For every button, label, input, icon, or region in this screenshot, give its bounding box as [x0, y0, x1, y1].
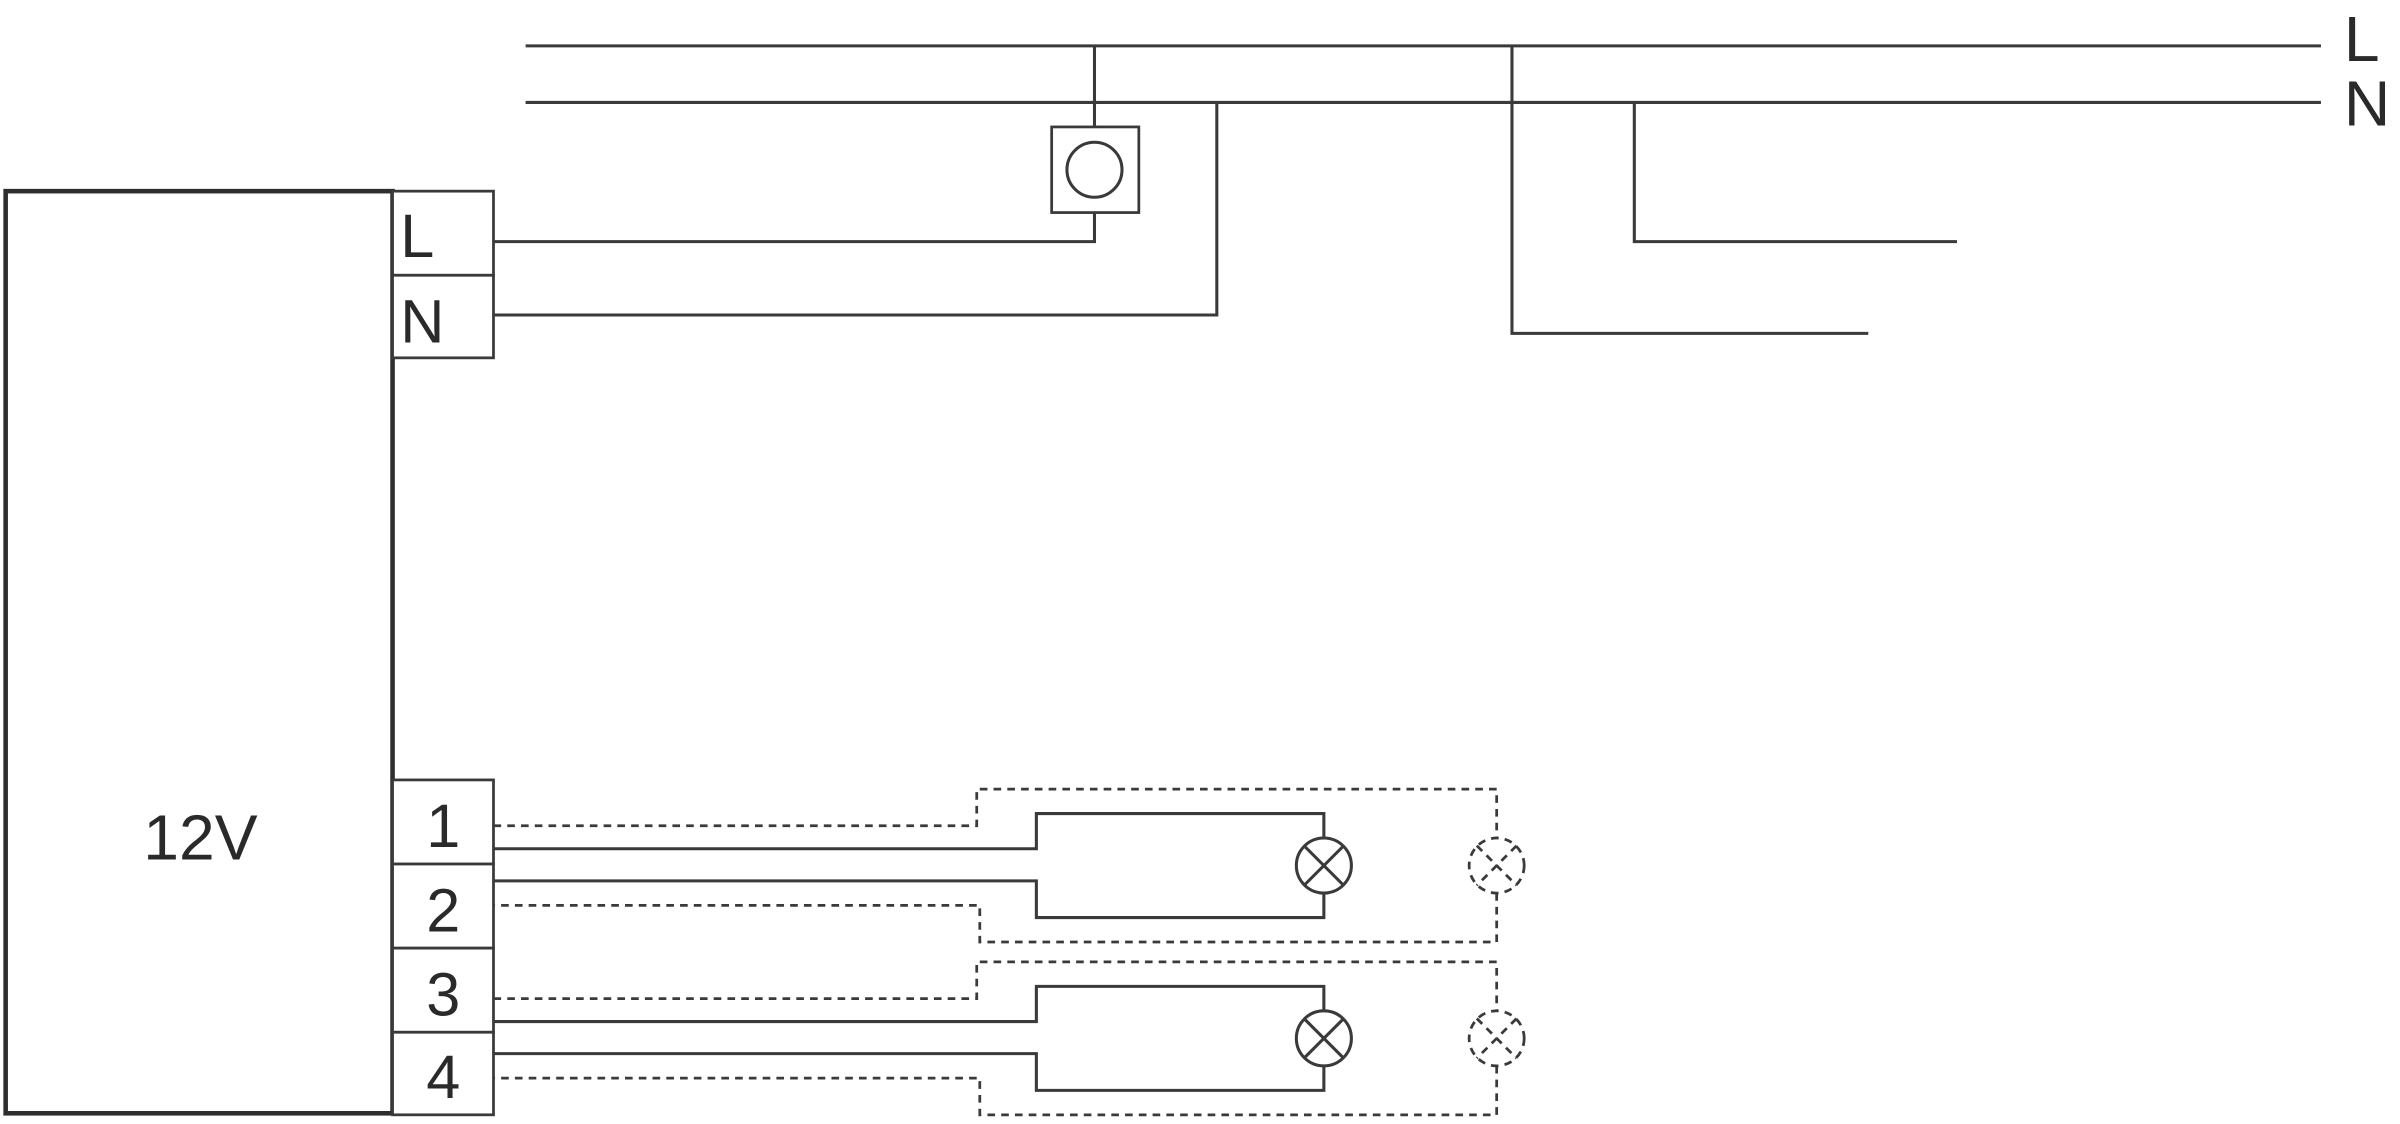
power-supply-box	[3, 188, 395, 1116]
terminal-2-label: 2	[426, 876, 460, 944]
neutral-feed-wire	[493, 102, 1219, 317]
optional-lamp-icon	[1467, 836, 1526, 895]
lamp-circuit-2	[493, 960, 1526, 1117]
live-branch-wire	[1510, 45, 1869, 335]
lamp-circuit-1	[493, 787, 1526, 944]
terminal-1-label: 1	[426, 792, 460, 860]
terminal-l-label: L	[400, 202, 434, 270]
terminal-n-label: N	[400, 288, 444, 356]
lamp-icon	[1294, 836, 1353, 895]
neutral-bus-label: N	[2344, 67, 2390, 139]
terminal-3-label: 3	[426, 960, 460, 1028]
input-terminal-block: L N	[391, 189, 495, 360]
live-bus-label: L	[2344, 3, 2380, 75]
optional-lamp-icon	[1467, 1009, 1526, 1068]
lamp-icon	[1294, 1009, 1353, 1068]
power-supply-label: 12V	[143, 801, 257, 873]
switch-icon	[493, 45, 1141, 244]
neutral-branch-wire	[1632, 102, 1957, 244]
terminal-4-label: 4	[426, 1043, 460, 1111]
output-terminal-block: 1 2 3 4	[391, 778, 495, 1117]
